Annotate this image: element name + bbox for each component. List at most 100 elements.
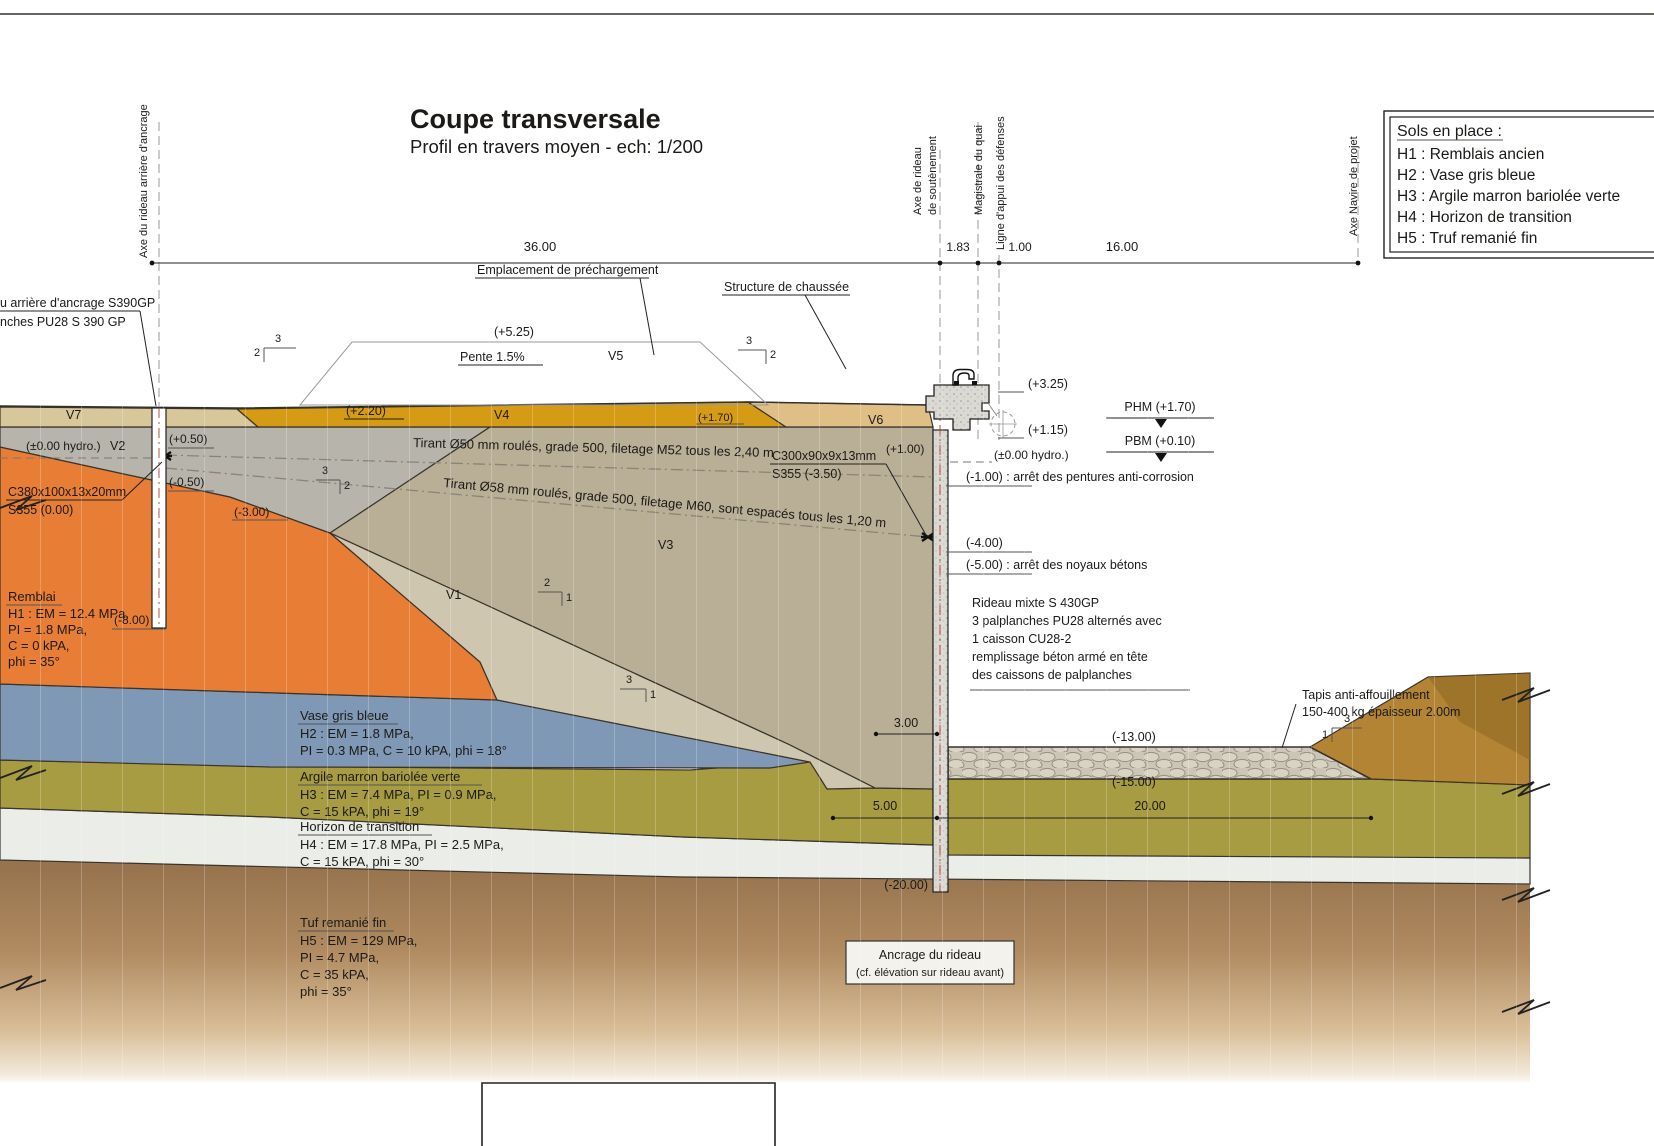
soil-block-remblai: Remblai H1 : EM = 12.4 MPa, PI = 1.8 MPa… xyxy=(6,589,129,669)
elev-m1500: (-15.00) xyxy=(1112,775,1156,789)
layer-tuf xyxy=(0,860,1530,1082)
ancrage-line2: (cf. élévation sur rideau avant) xyxy=(856,967,1004,979)
slope-preload-right-v: 2 xyxy=(770,349,776,361)
title-block-edge xyxy=(481,1082,776,1146)
slope-bank-h: 3 xyxy=(1344,713,1350,725)
c300-line2: S355 (-3.50) xyxy=(772,467,841,481)
tapis-line2: 150-400 kg épaisseur 2.00m xyxy=(1302,705,1460,719)
slope-lower-v: 1 xyxy=(650,689,656,701)
chaussee-note: Structure de chaussée xyxy=(724,280,849,294)
vase-title: Vase gris bleue xyxy=(300,708,389,723)
dim-16: 16.00 xyxy=(1106,239,1139,254)
slope-preload-right-h: 3 xyxy=(746,335,752,347)
vase-line2: H2 : EM = 1.8 MPa, xyxy=(300,726,414,741)
legend-item-h1: H1 : Remblais ancien xyxy=(1397,146,1544,163)
drawing-subtitle: Profil en travers moyen - ech: 1/200 xyxy=(410,136,703,157)
note-m400: (-4.00) xyxy=(966,536,1003,550)
soil-block-vase: Vase gris bleue H2 : EM = 1.8 MPa, PI = … xyxy=(298,708,507,758)
c300-line1: C300x90x9x13mm xyxy=(772,449,876,463)
tuf-line4: C = 35 kPA, xyxy=(300,967,369,982)
soil-block-argile: Argile marron bariolée verte H3 : EM = 7… xyxy=(298,769,497,819)
axis-label-ship: Axe Navire de projet xyxy=(1348,136,1360,236)
elev-m2000: (-20.00) xyxy=(884,878,928,892)
slope-preload-left-h: 3 xyxy=(275,333,281,345)
argile-title: Argile marron bariolée verte xyxy=(300,769,460,784)
tapis-note: Tapis anti-affouillement 150-400 kg épai… xyxy=(1281,688,1460,749)
note-pentures: (-1.00) : arrêt des pentures anti-corros… xyxy=(966,470,1194,484)
dim-3-text: 3.00 xyxy=(894,716,918,730)
zone-v6: V6 xyxy=(868,413,883,427)
horizon-line3: C = 15 kPA, phi = 30° xyxy=(300,854,424,869)
slope-upper-h: 3 xyxy=(322,465,328,477)
slope-mid-v: 1 xyxy=(566,592,572,604)
soil-layers xyxy=(0,401,1531,1082)
elev-p115: (+1.15) xyxy=(1028,423,1068,437)
quay-wall xyxy=(925,368,1017,893)
ancrage-box: Ancrage du rideau (cf. élévation sur rid… xyxy=(845,940,1015,985)
rideau-note-line2: 3 palplanches PU28 alternés avec xyxy=(972,614,1162,628)
riprap-mattress xyxy=(947,746,1372,780)
bank-slope-dark xyxy=(1428,673,1530,760)
axis-label-magistrale: Magistrale du quai xyxy=(973,125,985,215)
elev-m1300: (-13.00) xyxy=(1112,730,1156,744)
zone-v7: V7 xyxy=(66,408,81,422)
slope-mid-h: 2 xyxy=(544,577,550,589)
elev-hydro-right: (±0.00 hydro.) xyxy=(994,448,1069,462)
fender-icon xyxy=(989,410,1017,438)
soil-block-horizon: Horizon de transition H4 : EM = 17.8 MPa… xyxy=(298,819,504,869)
c300-note: C300x90x9x13mm S355 (-3.50) xyxy=(770,449,927,536)
legend-title: Sols en place : xyxy=(1397,123,1502,140)
slope-lower-h: 3 xyxy=(626,674,632,686)
dim-1-00: 1.00 xyxy=(1008,240,1032,254)
remblai-line3: PI = 1.8 MPa, xyxy=(8,622,87,637)
anchor-head-note-line2: nches PU28 S 390 GP xyxy=(0,315,126,329)
anchor-head-note: u arrière d'ancrage S390GP nches PU28 S … xyxy=(0,296,157,407)
water-levels xyxy=(0,417,1214,463)
pente-label: Pente 1.5% xyxy=(460,350,525,364)
zone-v5: V5 xyxy=(608,349,623,363)
horizon-line2: H4 : EM = 17.8 MPa, PI = 2.5 MPa, xyxy=(300,837,504,852)
argile-line2: H3 : EM = 7.4 MPa, PI = 0.9 MPa, xyxy=(300,787,497,802)
tuf-line5: phi = 35° xyxy=(300,984,352,999)
tapis-line1: Tapis anti-affouillement xyxy=(1302,688,1430,702)
rideau-note-line3: 1 caisson CU28-2 xyxy=(972,632,1071,646)
slope-upper-v: 2 xyxy=(344,480,350,492)
legend-item-h4: H4 : Horizon de transition xyxy=(1397,209,1572,226)
elev-m050: (-0.50) xyxy=(169,475,204,489)
phm-triangle xyxy=(1155,419,1167,428)
dim-20-text: 20.00 xyxy=(1134,799,1165,813)
elev-p220: (+2.20) xyxy=(346,404,386,418)
tuf-line3: PI = 4.7 MPa, xyxy=(300,950,379,965)
bollard-icon xyxy=(952,368,975,386)
elev-m300: (-3.00) xyxy=(234,505,269,519)
rideau-note-line4: remplissage béton armé en tête xyxy=(972,650,1148,664)
pbm-triangle xyxy=(1155,453,1167,462)
dim-5-text: 5.00 xyxy=(873,799,897,813)
axis-label-anchor-wall: Axe du rideau arrière d'ancrage xyxy=(138,104,150,258)
elev-hydro-left: (±0.00 hydro.) xyxy=(26,439,101,453)
elev-p325: (+3.25) xyxy=(1028,377,1068,391)
argile-line3: C = 15 kPA, phi = 19° xyxy=(300,804,424,819)
zone-v4: V4 xyxy=(494,408,509,422)
rideau-note-line5: des caissons de palplanches xyxy=(972,668,1132,682)
legend-item-h3: H3 : Argile marron bariolée verte xyxy=(1397,188,1620,205)
axis-label-main-wall-2: de soutènement xyxy=(927,136,939,215)
anchor-wall xyxy=(151,407,167,629)
elev-p170-band: (+1.70) xyxy=(698,412,733,424)
soil-block-tuf: Tuf remanié fin H5 : EM = 129 MPa, PI = … xyxy=(298,915,417,999)
remblai-line5: phi = 35° xyxy=(8,654,60,669)
anchor-head-note-line1: u arrière d'ancrage S390GP xyxy=(0,296,155,310)
preload-outline xyxy=(298,341,770,406)
zone-v2: V2 xyxy=(110,439,125,453)
quay-cap xyxy=(925,384,990,431)
top-dimension-line: 36.00 1.83 1.00 16.00 xyxy=(149,239,1361,266)
drawing-title: Coupe transversale xyxy=(410,104,661,134)
elev-p100: (+1.00) xyxy=(886,442,924,456)
remblai-line4: C = 0 kPA, xyxy=(8,638,70,653)
zone-v3: V3 xyxy=(658,538,673,552)
chaussee-leader xyxy=(804,294,847,370)
layer-v1 xyxy=(329,532,876,790)
horizon-title: Horizon de transition xyxy=(300,819,419,834)
rideau-note-line1: Rideau mixte S 430GP xyxy=(972,596,1099,610)
